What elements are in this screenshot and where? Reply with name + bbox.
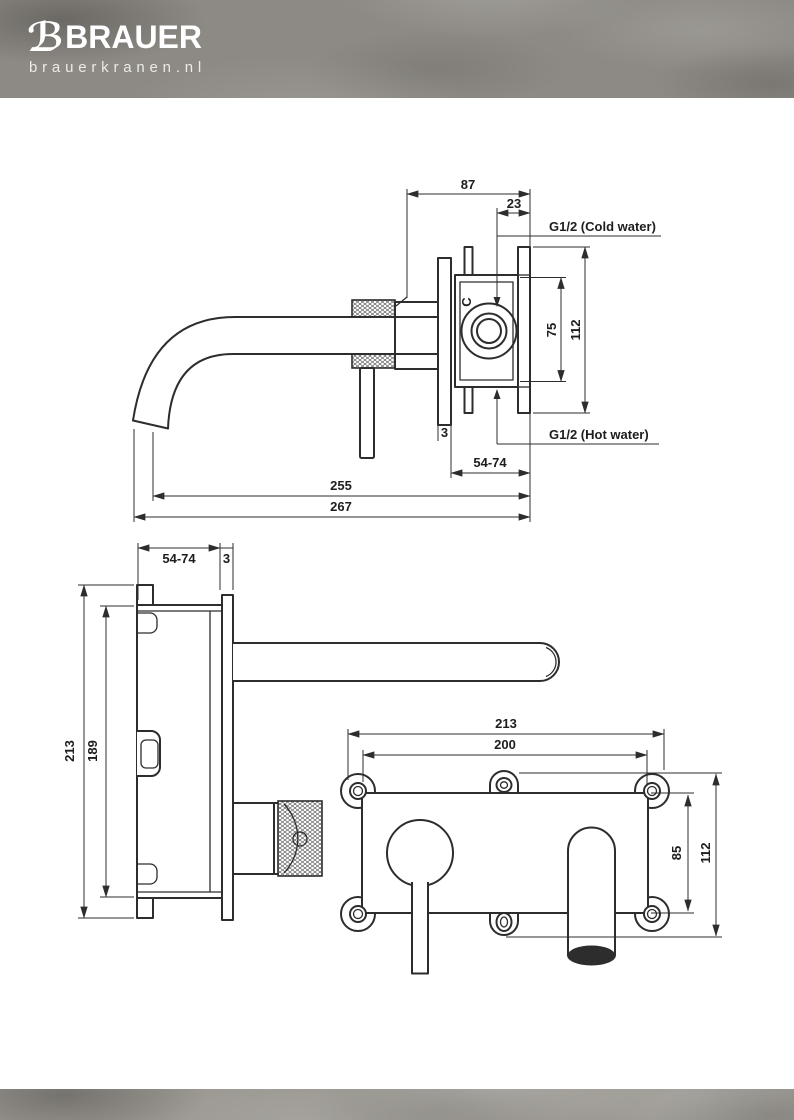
retaining-clip-top [136, 584, 154, 606]
handle-lever-front [411, 882, 429, 975]
dim-label-255: 255 [330, 478, 352, 493]
valve-marking-label: C [459, 297, 474, 307]
spout-inner-curve [167, 353, 439, 430]
spout-mount-sleeve [394, 301, 439, 370]
screw-hole-bottom-left [349, 905, 367, 923]
dim-label-189-side: 189 [85, 740, 100, 762]
dim-label-200-front: 200 [494, 737, 516, 752]
header-band: ℬ BRAUER brauerkranen.nl [0, 0, 794, 98]
knob-profile-arc [283, 803, 299, 874]
cartridge-inner-circle [476, 318, 502, 344]
cold-arrow-icon [493, 297, 501, 307]
screw-hole-top-left-inner [352, 785, 364, 797]
clip-bracket-middle-inner [140, 739, 159, 769]
dim-label-75: 75 [544, 323, 559, 337]
dim-label-213-front: 213 [495, 716, 517, 731]
leader-tick [395, 296, 408, 307]
hot-arrow-icon [493, 389, 501, 399]
dim-label-112-front: 112 [698, 843, 713, 864]
brand-name: BRAUER [65, 19, 202, 55]
slot-hole-top [495, 777, 513, 793]
clip-hook-top [137, 612, 158, 634]
valve-body-inner [459, 281, 514, 381]
dim-label-213-side: 213 [62, 740, 77, 762]
valve-body [454, 274, 519, 388]
knurled-ring-top [351, 299, 396, 318]
wall-plate-edge [221, 594, 234, 921]
footer-band [0, 1089, 794, 1120]
wall-plate-side [437, 257, 452, 426]
dim-label-3: 3 [441, 425, 448, 440]
cartridge-outer-circle [460, 302, 518, 360]
brand-domain: brauerkranen.nl [29, 59, 207, 76]
cartridge-mid-circle [470, 312, 508, 350]
dim-label-267: 267 [330, 499, 352, 514]
screw-hole-top-right [643, 782, 661, 800]
mixer-body-front [386, 819, 454, 887]
spout-tube-side [233, 642, 560, 682]
dim-label-85-front: 85 [669, 846, 684, 860]
spout-cap-inner-arc [545, 646, 557, 678]
view-rough-in-side: 54-74 3 213 189 [62, 543, 560, 921]
brand-row: ℬ BRAUER [27, 15, 206, 61]
slot-hole-bottom-inner [499, 916, 509, 928]
knob-set-screw-hole [292, 831, 308, 847]
dim-label-5474: 54-74 [473, 455, 507, 470]
screw-hole-top-left [349, 782, 367, 800]
spout-outer-curve [132, 316, 439, 422]
screw-hole-top-right-inner [646, 785, 658, 797]
slot-hole-bottom [495, 912, 513, 932]
spout-front [567, 826, 616, 966]
handle-lever-side [359, 367, 375, 459]
screw-hole-bottom-right [643, 905, 661, 923]
retaining-clip-bottom [136, 897, 154, 919]
screw-hole-bottom-left-inner [352, 908, 364, 920]
view-installed-side: C 87 23 G1/2 (Cold water) 75 112 [132, 177, 661, 522]
knurled-knob [277, 800, 323, 877]
view-front: 213 200 85 112 [340, 716, 722, 975]
dim-label-112: 112 [568, 320, 583, 341]
dim-label-87: 87 [461, 177, 475, 192]
hot-water-label: G1/2 (Hot water) [549, 427, 649, 442]
mounting-flange [517, 246, 531, 414]
knurled-ring-bottom [351, 353, 396, 369]
dim-label-5474-side: 54-74 [162, 551, 196, 566]
brauer-logo: ℬ BRAUER brauerkranen.nl [27, 17, 206, 76]
spout-opening [568, 945, 615, 965]
bracket-stub-bottom [463, 386, 474, 414]
bracket-stub-top [463, 246, 474, 276]
clip-hook-bottom [137, 863, 158, 885]
screw-hole-bottom-right-inner [646, 908, 658, 920]
brauer-script-b-icon: ℬ [27, 15, 65, 61]
cold-water-label: G1/2 (Cold water) [549, 219, 656, 234]
dim-label-23: 23 [507, 196, 521, 211]
clip-bracket-middle [137, 730, 161, 777]
dim-label-3-side: 3 [223, 551, 230, 566]
slot-hole-top-inner [499, 781, 509, 789]
spout-mouth [132, 419, 169, 430]
